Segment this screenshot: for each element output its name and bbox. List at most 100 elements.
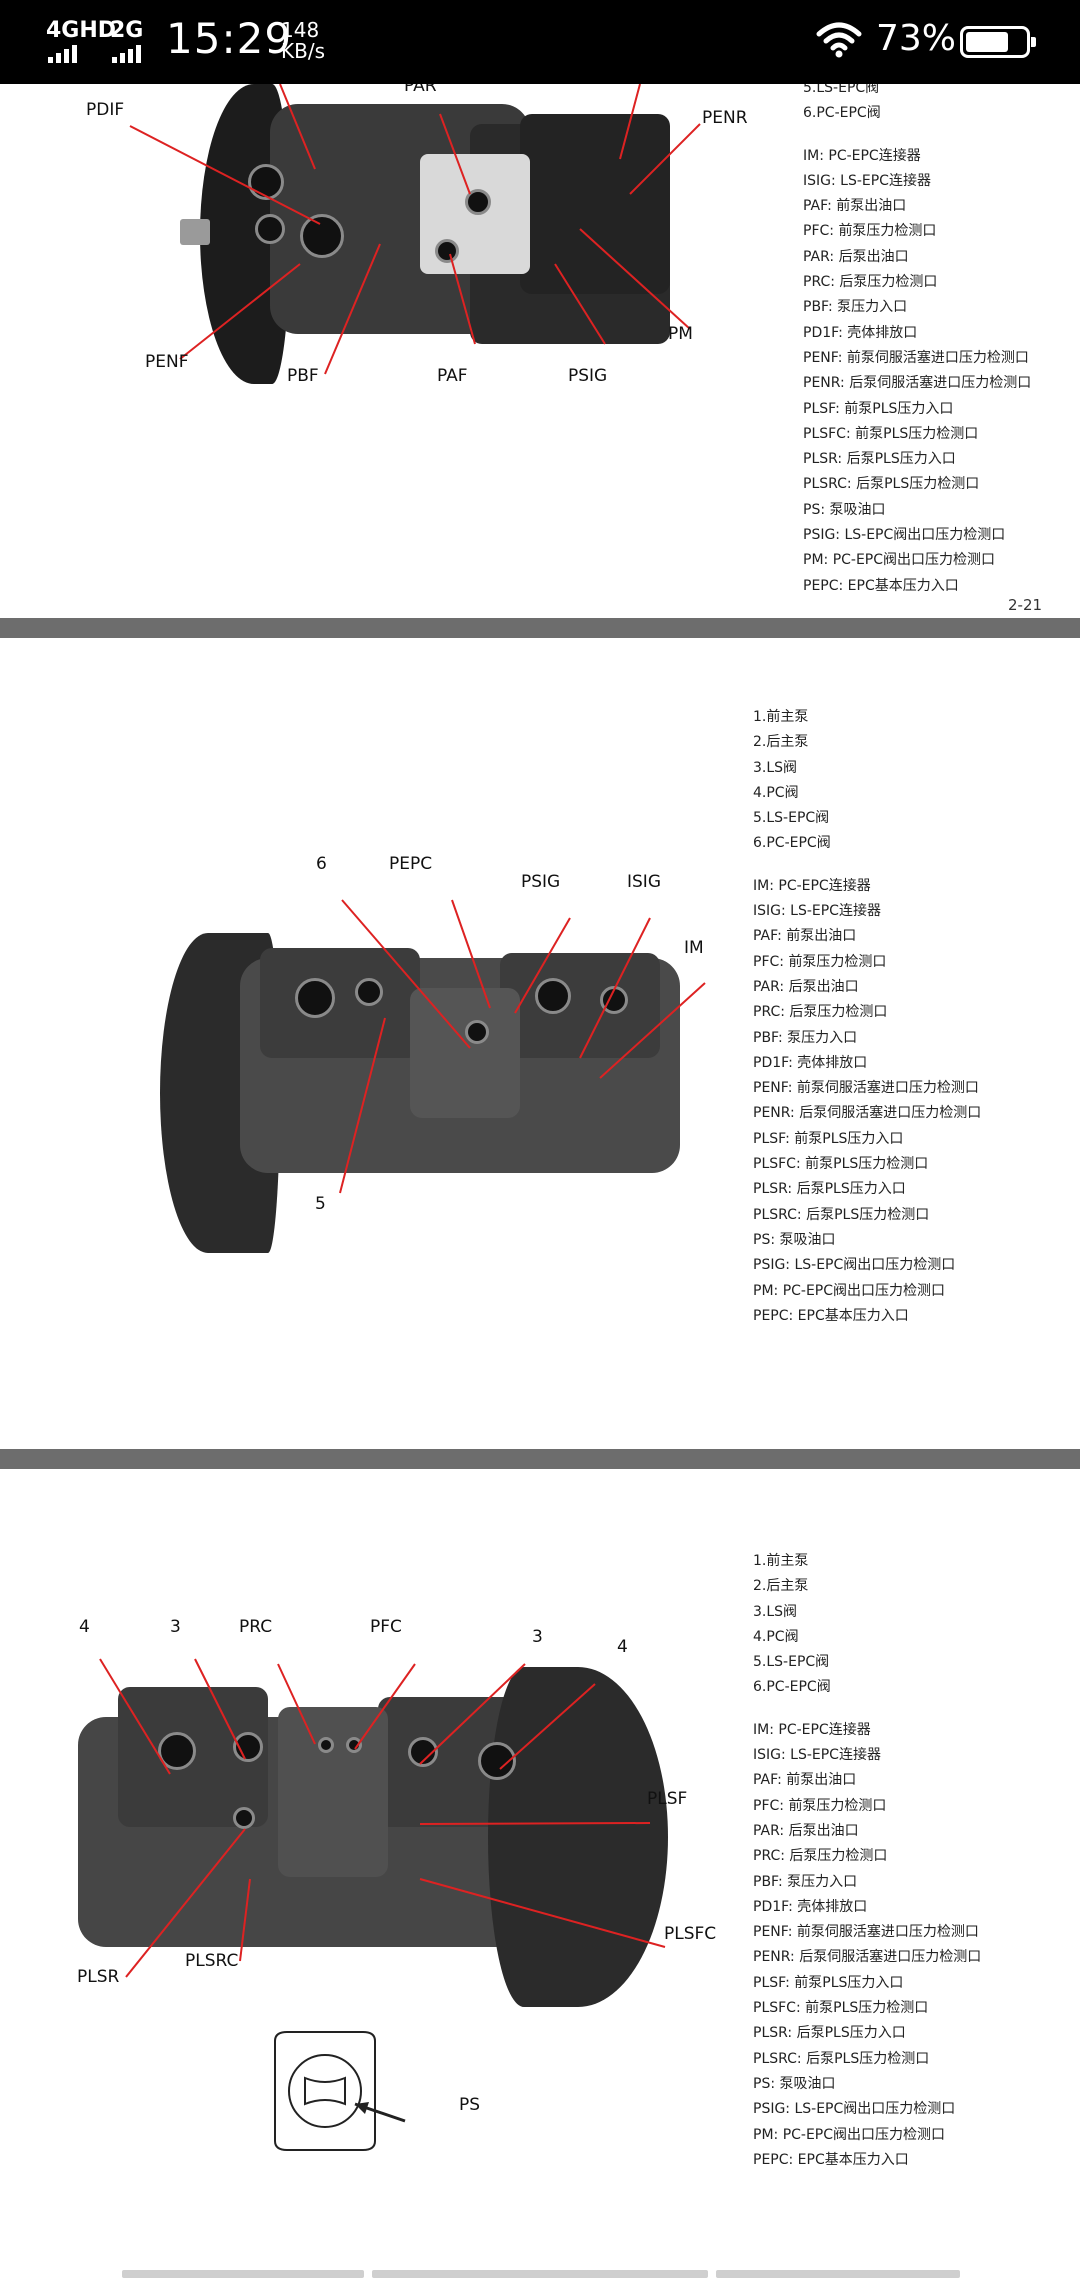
photo-label: 4 [617, 1637, 628, 1657]
legend-item: PLSR: 后泵PLS压力入口 [803, 451, 956, 468]
page-separator [0, 1449, 1080, 1469]
legend-item: PD1F: 壳体排放口 [753, 1898, 868, 1915]
photo-label: PEPC [389, 854, 433, 874]
legend-item: PM: PC-EPC阀出口压力检测口 [753, 2126, 946, 2143]
photo-label: PLSFC [664, 1924, 717, 1944]
legend-item: PAR: 后泵出油口 [753, 1822, 859, 1839]
legend-item: PD1F: 壳体排放口 [803, 324, 918, 341]
page-number: 2-21 [1008, 596, 1043, 614]
legend-item: PAF: 前泵出油口 [753, 928, 857, 945]
legend-item: ISIG: LS-EPC连接器 [753, 1747, 881, 1764]
legend-item: IM: PC-EPC连接器 [753, 877, 871, 894]
legend-item: IM: PC-EPC连接器 [803, 147, 921, 164]
legend-item: PSIG: LS-EPC阀出口压力检测口 [803, 527, 1006, 544]
photo-label: 3 [532, 1627, 543, 1647]
legend-item: PLSR: 后泵PLS压力入口 [753, 2025, 906, 2042]
page-scroll-indicator[interactable] [0, 2268, 1080, 2280]
photo-label: ISIG [627, 872, 661, 892]
photo-label: PAF [437, 366, 468, 386]
legend-item: 6.PC-EPC阀 [753, 835, 831, 852]
battery-icon [960, 26, 1036, 58]
legend-item: PS: 泵吸油口 [753, 2075, 836, 2092]
photo-label: PBF [287, 366, 319, 386]
legend-item: PD1F: 壳体排放口 [753, 1054, 868, 1071]
network-speed-value: 148 [281, 18, 320, 42]
photo-label: PRC [239, 1617, 273, 1637]
legend-item: 6.PC-EPC阀 [753, 1679, 831, 1696]
legend-item: 5.LS-EPC阀 [753, 810, 830, 827]
status-bar: 4GHD 2G 15:29 148 KB/s 73% [0, 0, 1080, 84]
legend-item: PFC: 前泵压力检测口 [753, 953, 887, 970]
legend-item: PS: 泵吸油口 [803, 501, 886, 518]
pump-photo-2 [160, 928, 705, 1258]
photo-label: 6 [316, 854, 327, 874]
photo-label: PLSR [77, 1967, 120, 1987]
legend-item: PENF: 前泵伺服活塞进口压力检测口 [753, 1080, 979, 1097]
wifi-icon [816, 22, 862, 58]
pump-photo-3 [78, 1667, 678, 2017]
legend-item: PENR: 后泵伺服活塞进口压力检测口 [803, 375, 1032, 392]
legend-item: 2.后主泵 [753, 734, 809, 751]
legend-item: PEPC: EPC基本压力入口 [753, 2151, 909, 2168]
scroll-segment[interactable] [372, 2270, 708, 2278]
legend-item: 3.LS阀 [753, 1603, 798, 1620]
legend-item: PRC: 后泵压力检测口 [803, 274, 938, 291]
legend-item: PENF: 前泵伺服活塞进口压力检测口 [753, 1924, 979, 1941]
scroll-segment[interactable] [122, 2270, 364, 2278]
photo-label: PS [459, 2095, 481, 2115]
legend-item: PLSFC: 前泵PLS压力检测口 [753, 1156, 929, 1173]
photo-label: PAR [404, 84, 437, 96]
scroll-segment[interactable] [716, 2270, 960, 2278]
legend-item: PFC: 前泵压力检测口 [753, 1797, 887, 1814]
legend-3: 1.前主泵 2.后主泵 3.LS阀 4.PC阀 5.LS-EPC阀 6.PC-EPC阀 I… [753, 1549, 981, 2173]
photo-label: 4 [79, 1617, 90, 1637]
legend-item: PSIG: LS-EPC阀出口压力检测口 [753, 1257, 956, 1274]
legend-item: PAF: 前泵出油口 [753, 1772, 857, 1789]
legend-item: PLSRC: 后泵PLS压力检测口 [753, 1206, 930, 1223]
clock: 15:29 [166, 14, 293, 63]
legend-item: PLSF: 前泵PLS压力入口 [753, 1974, 904, 1991]
photo-label: PDIF [86, 100, 125, 120]
legend-item: PRC: 后泵压力检测口 [753, 1004, 888, 1021]
legend-2: 1.前主泵 2.后主泵 3.LS阀 4.PC阀 5.LS-EPC阀 6.PC-EPC阀 I… [753, 705, 981, 1329]
document-page-2: 6 PEPC PSIG ISIG IM 5 1.前主泵 2.后主泵 3.LS阀 4.P… [0, 638, 1080, 1449]
legend-item: PSIG: LS-EPC阀出口压力检测口 [753, 2101, 956, 2118]
legend-item: PAR: 后泵出油口 [753, 978, 859, 995]
pump-photo-1 [130, 84, 690, 404]
legend-item: PRC: 后泵压力检测口 [753, 1848, 888, 1865]
photo-label: PLSF [647, 1789, 688, 1809]
suction-port-diagram [274, 2031, 406, 2151]
legend-item: PS: 泵吸油口 [753, 1231, 836, 1248]
legend-item: PBF: 泵压力入口 [753, 1873, 858, 1890]
document-page-3: 4 3 PRC PFC 3 4 PLSF PLSFC PLSR PLSRC PS… [0, 1469, 1080, 2268]
battery-percent: 73% [876, 18, 957, 59]
legend-item: PAF: 前泵出油口 [803, 198, 907, 215]
photo-label: IM [684, 938, 704, 958]
leader-lines-2 [339, 899, 706, 1194]
legend-item: 4.PC阀 [753, 784, 799, 801]
photo-label: PENR [702, 108, 748, 128]
leader-lines-3 [99, 1658, 666, 1978]
legend-item: 3.LS阀 [753, 759, 798, 776]
legend-item: PAR: 后泵出油口 [803, 248, 909, 265]
legend-item: 2.后主泵 [753, 1578, 809, 1595]
legend-item: 1.前主泵 [753, 709, 809, 725]
signal-icon [48, 44, 80, 63]
legend-item: IM: PC-EPC连接器 [753, 1721, 871, 1738]
legend-item: PENF: 前泵伺服活塞进口压力检测口 [803, 349, 1029, 366]
legend-item: 5.LS-EPC阀 [753, 1654, 830, 1671]
photo-label: PENF [145, 352, 189, 372]
photo-label: PFC [370, 1617, 402, 1637]
legend-item: PEPC: EPC基本压力入口 [753, 1307, 909, 1324]
legend-item: 1.前主泵 [753, 1553, 809, 1569]
legend-item: 5.LS-EPC阀 [803, 84, 880, 96]
legend-item: 6.PC-EPC阀 [803, 105, 881, 122]
legend-item: ISIG: LS-EPC连接器 [753, 903, 881, 920]
legend-item: 4.PC阀 [753, 1628, 799, 1645]
photo-label: PSIG [521, 872, 561, 892]
photo-label: PSIG [568, 366, 608, 386]
photo-label: 5 [315, 1194, 326, 1214]
photo-label: PLSRC [185, 1951, 239, 1971]
legend-item: PENR: 后泵伺服活塞进口压力检测口 [753, 1949, 982, 1966]
